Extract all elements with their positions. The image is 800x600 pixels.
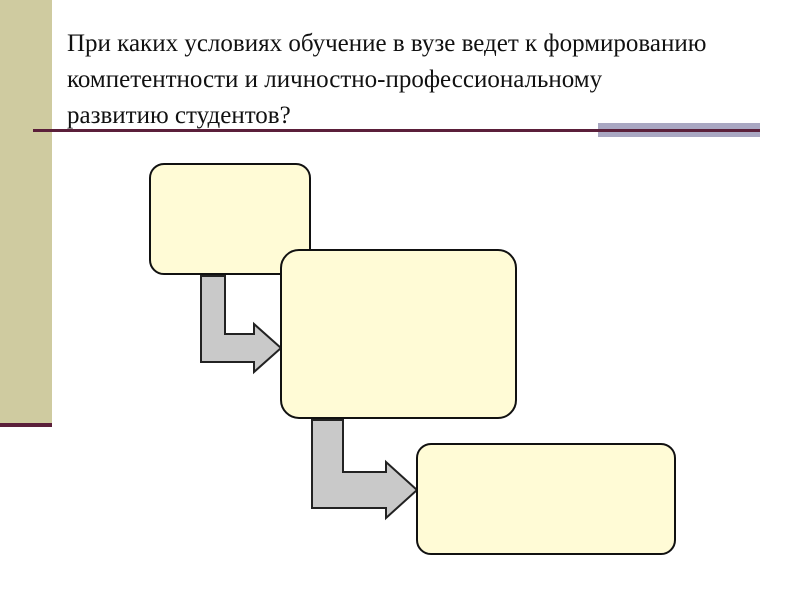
- diagram-box-1: [149, 163, 311, 275]
- title-underline: [33, 129, 760, 132]
- title-underline-overlay: [598, 129, 760, 132]
- left-divider: [52, 0, 54, 600]
- slide-title: При каких условиях обучение в вузе ведет…: [67, 30, 707, 129]
- left-band-underline: [0, 423, 52, 427]
- bent-arrow-2: [311, 419, 419, 521]
- diagram-box-2: [280, 249, 517, 419]
- bent-arrow-1: [200, 275, 283, 375]
- left-decorative-band: [0, 0, 52, 424]
- diagram-box-3: [416, 443, 676, 555]
